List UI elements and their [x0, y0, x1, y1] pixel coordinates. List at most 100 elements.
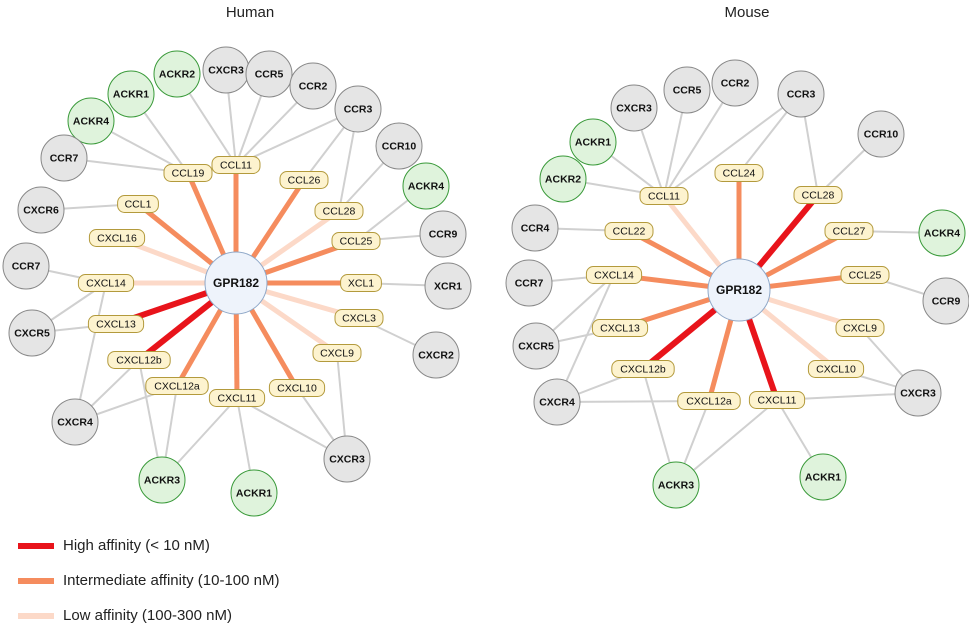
receptor-label: CXCR3 [900, 388, 936, 400]
receptor-label: CXCR2 [418, 350, 454, 362]
receptor-label: CCR3 [344, 104, 373, 116]
receptor-label: CCR9 [932, 296, 961, 308]
ligand-box [312, 344, 362, 362]
ligand-node-ccl11: CCL11 [639, 187, 689, 205]
ligand-label: CCL22 [613, 226, 646, 238]
receptor-node-cxcr5: CXCR5 [512, 322, 560, 370]
receptor-label: XCR1 [434, 281, 462, 293]
receptor-label: ACKR3 [144, 475, 180, 487]
ligand-node-ccl28: CCL28 [793, 186, 843, 204]
ligand-node-ccl24: CCL24 [714, 164, 764, 182]
receptor-node-ccr2: CCR2 [711, 59, 759, 107]
legend-swatch-high [18, 543, 54, 549]
receptor-node-ackr2: ACKR2 [153, 50, 201, 98]
receptor-circle [505, 259, 553, 307]
receptor-circle [17, 186, 65, 234]
ligand-label: CCL25 [340, 236, 373, 248]
ligand-node-cxcl9: CXCL9 [312, 344, 362, 362]
ligand-box [163, 164, 213, 182]
ligand-box [88, 229, 146, 247]
ligand-box [340, 274, 382, 292]
ligand-node-ccl25: CCL25 [331, 232, 381, 250]
ligand-node-ccl11: CCL11 [211, 156, 261, 174]
receptor-circle [857, 110, 905, 158]
receptor-label: CCR10 [382, 141, 417, 153]
ligand-label: CXCL16 [97, 233, 137, 245]
receptor-node-ackr3: ACKR3 [652, 461, 700, 509]
receptor-label: CCR7 [50, 153, 79, 165]
receptor-node-ccr10: CCR10 [857, 110, 905, 158]
receptor-circle [711, 59, 759, 107]
ligand-node-ccl28: CCL28 [314, 202, 364, 220]
legend-swatch-low [18, 613, 54, 619]
human-panel-title: Human [225, 4, 275, 21]
receptor-label: CCR2 [721, 78, 750, 90]
ligand-node-cxcl11: CXCL11 [208, 389, 266, 407]
receptor-circle [51, 398, 99, 446]
ligand-label: CCL25 [849, 270, 882, 282]
ligand-box [107, 351, 171, 369]
receptor-circle [511, 204, 559, 252]
receptor-label: CCR4 [521, 223, 550, 235]
ligand-node-cxcl11: CXCL11 [748, 391, 806, 409]
ligand-box [748, 391, 806, 409]
receptor-circle [230, 469, 278, 517]
receptor-circle [138, 456, 186, 504]
ligand-label: CXCL9 [843, 323, 877, 335]
receptor-circle [799, 453, 847, 501]
ligand-box [714, 164, 764, 182]
receptor-node-ackr4: ACKR4 [918, 209, 966, 257]
receptor-label: ACKR1 [113, 89, 149, 101]
receptor-node-ccr2: CCR2 [289, 62, 337, 110]
ligand-label: CXCL10 [816, 364, 856, 376]
ligand-node-cxcl16: CXCL16 [88, 229, 146, 247]
ligand-box [268, 379, 326, 397]
ligand-label: CXCL13 [600, 323, 640, 335]
receptor-node-ccr7: CCR7 [2, 242, 50, 290]
receptor-label: CXCR5 [518, 341, 554, 353]
ligand-label: CCL1 [125, 199, 152, 211]
receptor-node-cxcr4: CXCR4 [51, 398, 99, 446]
ligand-node-ccl19: CCL19 [163, 164, 213, 182]
receptor-label: CXCR5 [14, 328, 50, 340]
ligand-label: CXCL13 [96, 319, 136, 331]
ligand-box [677, 392, 741, 410]
receptor-node-ackr1: ACKR1 [107, 70, 155, 118]
receptor-node-ccr10: CCR10 [375, 122, 423, 170]
ligand-node-cxcl12a: CXCL12a [145, 377, 209, 395]
receptor-node-ccr9: CCR9 [922, 277, 969, 325]
receptor-circle [2, 242, 50, 290]
ligand-box [314, 202, 364, 220]
receptor-circle [334, 85, 382, 133]
ligand-label: CCL27 [833, 226, 866, 238]
ligand-label: CCL19 [172, 168, 205, 180]
ligand-label: CXCL11 [218, 393, 257, 405]
hub-label: GPR182 [716, 283, 762, 297]
receptor-node-ackr4: ACKR4 [402, 162, 450, 210]
receptor-node-ccr4: CCR4 [511, 204, 559, 252]
receptor-node-ackr1: ACKR1 [799, 453, 847, 501]
ligand-box [279, 171, 329, 189]
ligand-box [334, 309, 384, 327]
ligand-box [87, 315, 145, 333]
receptor-circle [918, 209, 966, 257]
ligand-node-cxcl12b: CXCL12b [611, 360, 675, 378]
ligand-label: CCL11 [220, 160, 252, 172]
receptor-circle [107, 70, 155, 118]
receptor-circle [40, 134, 88, 182]
ligand-box [585, 266, 643, 284]
receptor-label: CXCR4 [539, 397, 575, 409]
receptor-circle [8, 309, 56, 357]
receptor-node-cxcr6: CXCR6 [17, 186, 65, 234]
ligand-node-ccl27: CCL27 [824, 222, 874, 240]
mouse-hub-gpr182: GPR182 [707, 258, 771, 322]
receptor-circle [922, 277, 969, 325]
receptor-circle [419, 210, 467, 258]
ligand-box [208, 389, 266, 407]
receptor-label: CXCR6 [23, 205, 59, 217]
receptor-label: CXCR3 [329, 454, 365, 466]
receptor-node-ackr1: ACKR1 [569, 118, 617, 166]
ligand-label: CXCL12b [620, 364, 666, 376]
